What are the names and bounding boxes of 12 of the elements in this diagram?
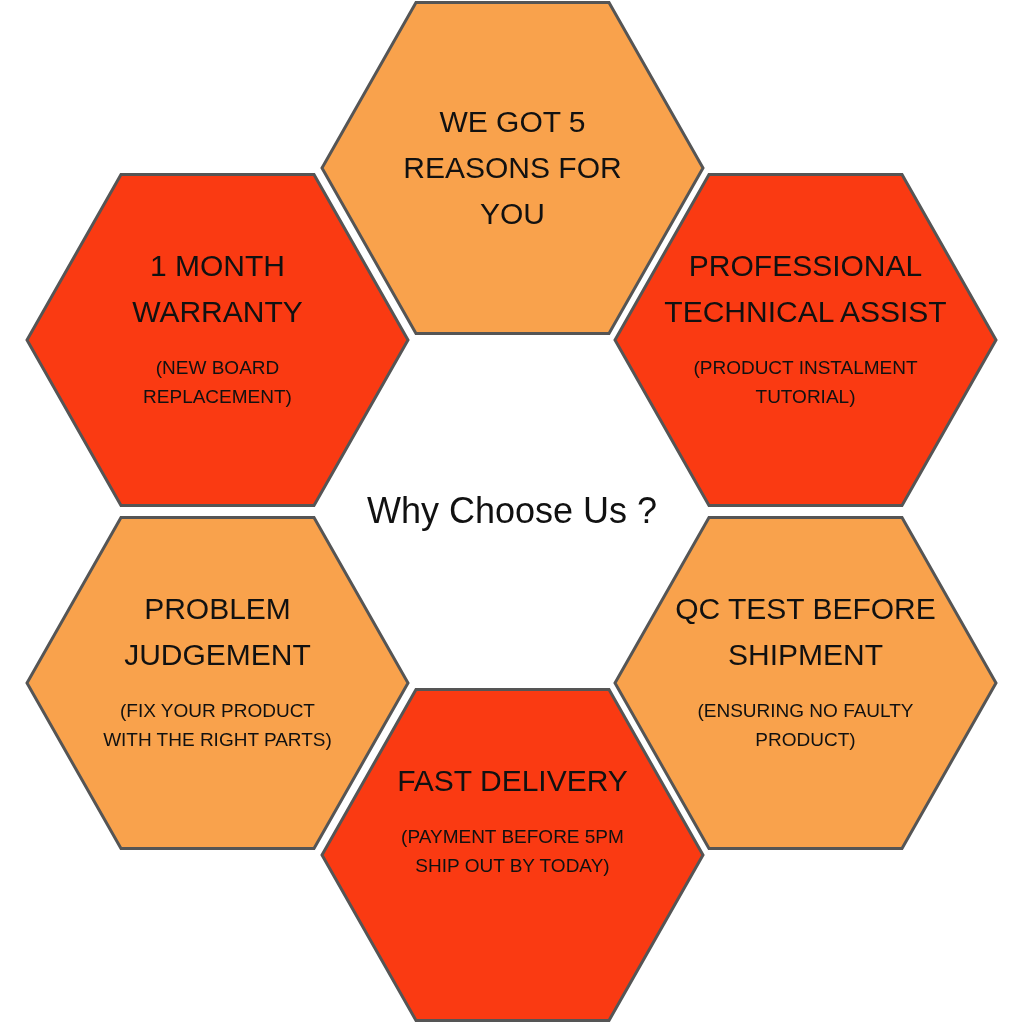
hexagon-subtext: (PAYMENT BEFORE 5PM SHIP OUT BY TODAY) xyxy=(400,825,625,878)
hexagon-heading: FAST DELIVERY xyxy=(397,763,628,799)
hexagon-heading: QC TEST BEFORE SHIPMENT xyxy=(674,591,937,673)
hexagon-subtext: (NEW BOARD REPLACEMENT) xyxy=(142,356,293,409)
hexagon-subtext: (ENSURING NO FAULTY PRODUCT) xyxy=(696,699,915,752)
hexagon-heading: 1 MONTH WARRANTY xyxy=(131,248,304,330)
hexagon-subtext: (PRODUCT INSTALMENT TUTORIAL) xyxy=(692,356,919,409)
hexagon-subtext: (FIX YOUR PRODUCT WITH THE RIGHT PARTS) xyxy=(102,699,333,752)
hexagon-heading: WE GOT 5 REASONS FOR YOU xyxy=(402,104,623,232)
center-title: Why Choose Us ? xyxy=(365,490,659,532)
hexagon-heading: PROFESSIONAL TECHNICAL ASSIST xyxy=(663,248,948,330)
hexagon-heading: PROBLEM JUDGEMENT xyxy=(123,591,312,673)
